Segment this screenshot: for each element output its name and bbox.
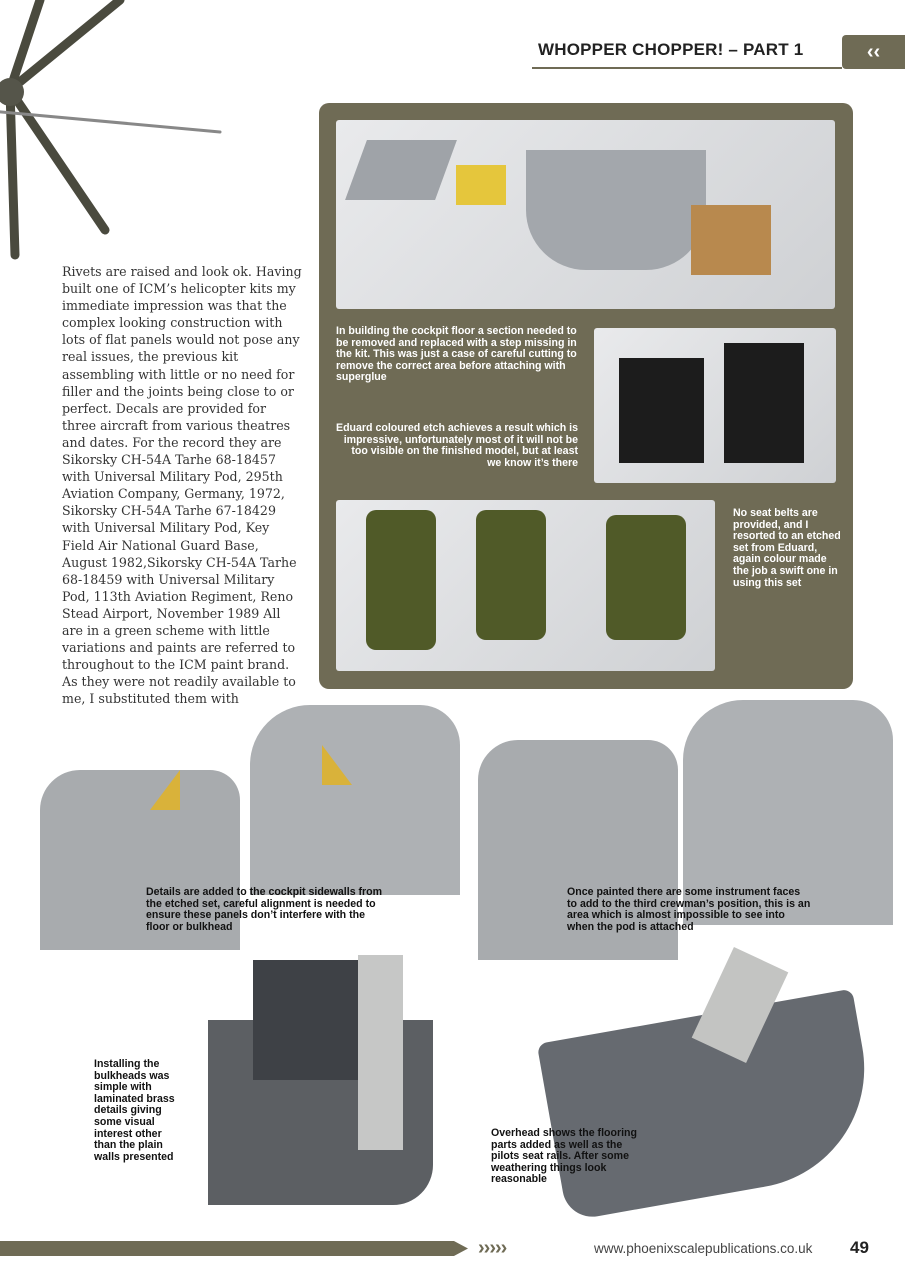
footer-bar xyxy=(0,1241,468,1256)
page-number: 49 xyxy=(850,1238,869,1257)
caption-eduard-etch: Eduard coloured etch achieves a result w… xyxy=(336,422,578,469)
caption-cockpit-floor: In building the cockpit floor a section … xyxy=(336,325,577,384)
body-text: Rivets are raised and look ok. Having bu… xyxy=(62,264,302,707)
caption-painted: Once painted there are some instrument f… xyxy=(567,886,811,933)
instrument-panels-photo xyxy=(594,328,836,483)
painted-sidewalls-photo xyxy=(468,700,898,962)
seat-belts-photo xyxy=(336,500,715,671)
double-chevron-left-icon: ‹‹ xyxy=(842,35,905,69)
cockpit-floor-photo xyxy=(336,120,835,309)
chevron-right-icons: ››››› xyxy=(478,1237,507,1259)
caption-overhead: Overhead shows the flooring parts added … xyxy=(491,1127,637,1186)
bulkheads-photo xyxy=(198,950,438,1212)
sidewalls-photo xyxy=(30,700,465,962)
caption-sidewalls: Details are added to the cockpit sidewal… xyxy=(146,886,383,933)
helicopter-rotor-photo xyxy=(0,0,222,260)
caption-seat-belts: No seat belts are provided, and I resort… xyxy=(733,507,841,589)
article-title: WHOPPER CHOPPER! – PART 1 xyxy=(538,40,804,59)
footer-url[interactable]: www.phoenixscalepublications.co.uk xyxy=(594,1241,813,1256)
caption-bulkheads: Installing the bulkheads was simple with… xyxy=(94,1058,175,1163)
title-rule xyxy=(532,67,842,69)
